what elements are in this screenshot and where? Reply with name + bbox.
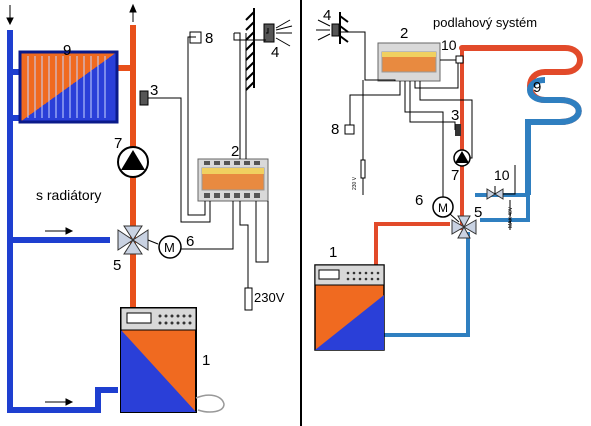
hot-pipe-right [374,48,464,265]
radiator [18,50,119,124]
left-panel [6,3,293,413]
flow-sensor [139,90,149,106]
bypass-valve-icon [486,186,504,200]
cold-pipe-right [384,193,530,337]
outdoor-sensor-icon [263,23,275,43]
labels: 9 3 8 4 7 2 s radiátory 5 6 M 230V 1 4 2… [36,7,541,369]
pump-icon-right [453,149,471,167]
label-outdoor-sensor-right: 4 [323,7,331,24]
boiler-right [314,264,385,351]
label-bypass-valve: 10 [494,167,510,183]
flow-sensor-right [455,124,461,136]
label-caption-left: s radiátory [36,187,101,203]
label-actuator-letter-right: M [438,201,448,215]
power-fuse [244,287,253,311]
label-wire-a: 230 V [352,176,358,190]
label-actuator: 6 [186,233,194,250]
label-room-sensor-right: 8 [331,121,339,138]
label-flow-sensor-right: 3 [451,107,459,124]
wiring [148,28,269,290]
label-controller: 2 [231,143,239,160]
outdoor-sensor-icon-right [331,23,340,37]
label-mixing-valve: 5 [113,257,121,274]
cold-pipe [7,30,118,413]
label-floor-loop: 9 [533,79,541,96]
sun-rays-icon-right [316,19,331,41]
label-boiler: 1 [202,352,210,369]
label-power: 230V [254,290,285,305]
label-wire-b: MAX 40V [508,206,514,228]
pump-icon [117,146,149,178]
label-pump: 7 [114,135,122,152]
room-sensor-right [344,124,355,135]
label-pump-right: 7 [451,167,459,184]
label-radiator: 9 [63,42,71,59]
right-panel [314,12,583,351]
label-actuator-right: 6 [415,192,423,209]
actuator-motor-icon [147,235,182,259]
limit-thermostat [455,55,464,64]
label-boiler-right: 1 [329,244,337,261]
wiring-right [339,31,516,230]
mixing-valve-icon-right [451,215,477,239]
label-mixing-valve-right: 5 [474,204,482,221]
controller-unit-right [377,42,441,82]
label-limit-thermostat: 10 [441,37,457,53]
label-flow-sensor: 3 [150,82,158,99]
label-actuator-letter: M [164,240,175,255]
sun-rays-icon [275,19,293,47]
controller-unit [197,158,269,202]
outdoor-sensor-wall [245,8,255,91]
flow-arrows [6,3,137,406]
boiler [120,307,225,413]
label-caption-right: podlahový systém [433,15,537,30]
label-controller-right: 2 [400,25,408,42]
floor-loop [459,45,583,195]
mixing-valve-icon [117,225,149,255]
label-outdoor-sensor: 4 [271,44,279,61]
label-room-sensor: 8 [205,30,213,47]
outdoor-sensor-wall-right [339,12,349,44]
